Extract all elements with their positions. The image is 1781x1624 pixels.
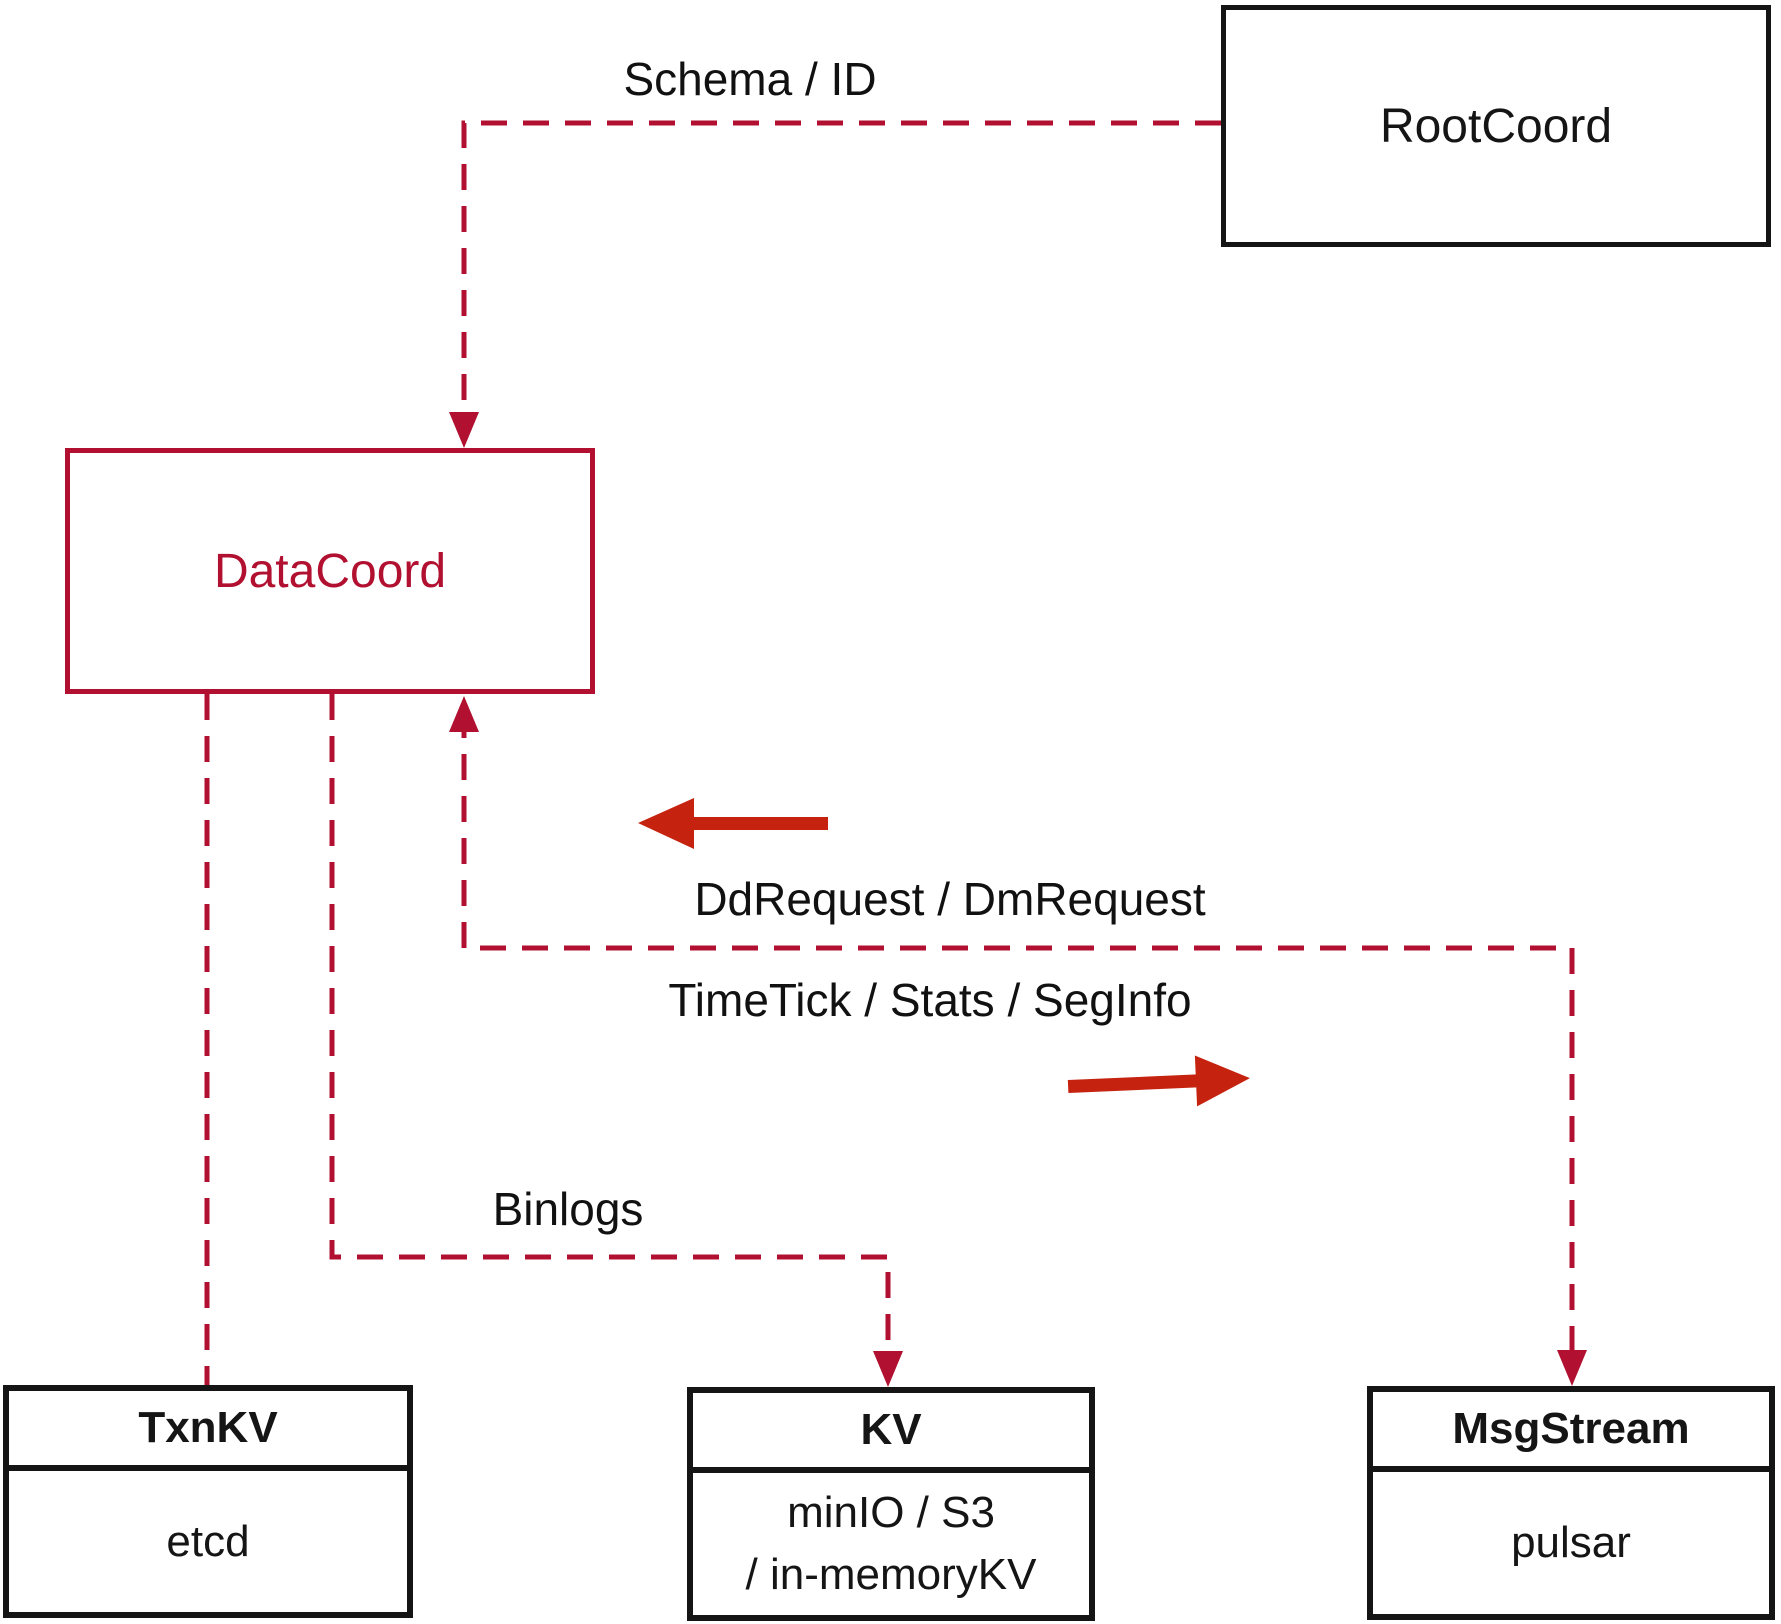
rootcoord-label: RootCoord [1379,99,1613,153]
kv-body-line2: / in-memoryKV [745,1550,1037,1599]
arrowhead-into-kv-icon [873,1351,903,1387]
schema-id-connector [461,120,1221,430]
kv-node: KV minIO / S3 / in-memoryKV [687,1387,1095,1621]
kv-body-line1: minIO / S3 [787,1488,995,1537]
datacoord-label: DataCoord [213,544,447,598]
msgstream-title: MsgStream [1373,1392,1769,1472]
ddrequest-timetick-connector [461,712,1575,1368]
txnkv-title: TxnKV [9,1391,407,1471]
arrowhead-into-msgstream-icon [1557,1350,1587,1386]
txnkv-node: TxnKV etcd [3,1385,413,1618]
msgstream-body: pulsar [1511,1518,1631,1567]
binlogs-connector [329,694,891,1351]
rootcoord-node: RootCoord [1221,5,1771,247]
timetick-edge-label: TimeTick / Stats / SegInfo [668,974,1192,1026]
datacoord-node: DataCoord [65,448,595,694]
txnkv-body: etcd [166,1516,250,1566]
kv-title: KV [693,1393,1089,1473]
schema-id-edge-label: Schema / ID [623,53,877,105]
ddrequest-edge-label: DdRequest / DmRequest [694,873,1206,925]
msgstream-node: MsgStream pulsar [1367,1386,1775,1620]
flow-arrow-left-icon [638,798,828,849]
binlogs-edge-label: Binlogs [492,1183,644,1235]
arrowhead-into-datacoord-bottom-icon [449,696,479,732]
flow-arrow-right-icon [1067,1055,1250,1107]
arrowhead-into-datacoord-top-icon [449,412,479,448]
